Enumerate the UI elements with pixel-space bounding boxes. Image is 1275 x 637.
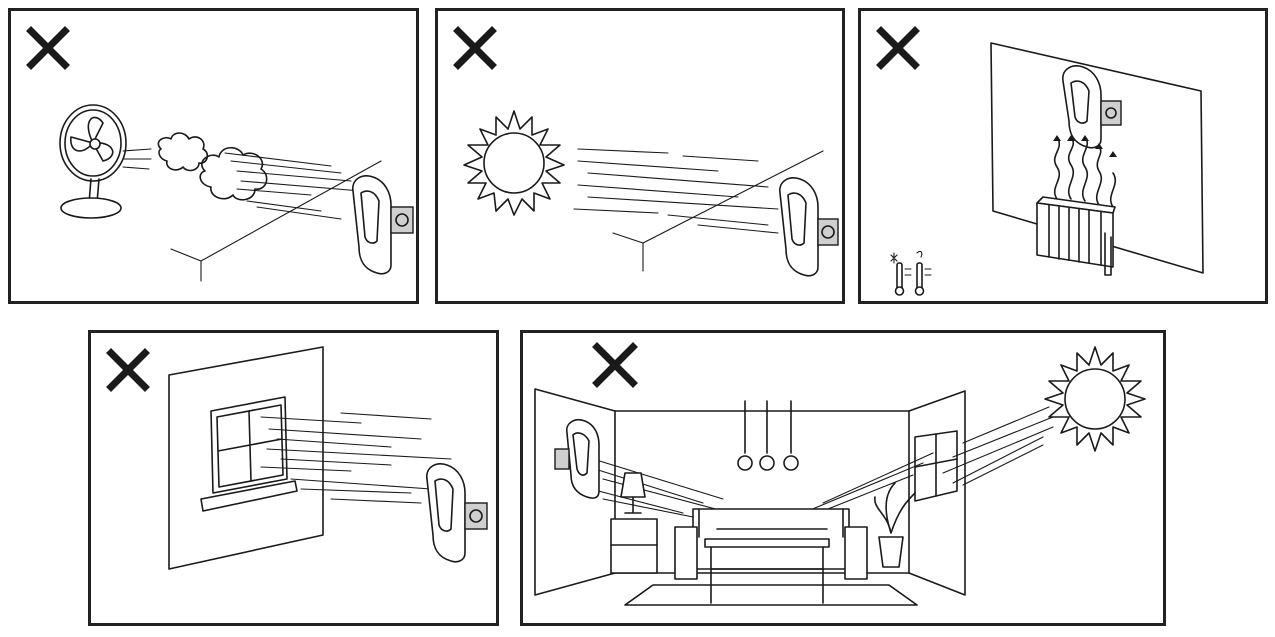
radiator-icon [1036, 196, 1116, 276]
coffee-table-icon [704, 538, 830, 604]
cross-mark-icon [106, 348, 150, 392]
window-icon [200, 396, 298, 512]
nightstand-icon [610, 518, 658, 574]
motion-sensor-icon [352, 175, 414, 275]
table-lamp-icon [620, 472, 646, 514]
sun-icon [463, 110, 565, 216]
sunlight-rays [573, 148, 779, 234]
plant-icon [874, 482, 916, 568]
sun-icon [1044, 346, 1146, 452]
fan-icon [59, 104, 127, 219]
cross-mark-icon [876, 26, 920, 70]
panel-living-room [520, 330, 1166, 626]
cross-mark-icon [453, 26, 497, 70]
room-icon [534, 388, 966, 606]
panel-window [88, 330, 499, 626]
wind-lines [122, 132, 362, 220]
panel-sunlight [435, 8, 845, 304]
motion-sensor-icon [1062, 65, 1122, 149]
window-icon [914, 430, 958, 502]
panel-fan [8, 8, 419, 304]
ceiling-lights [737, 400, 799, 471]
cross-mark-icon [592, 342, 638, 388]
panel-heater [858, 8, 1268, 304]
heat-waves [1053, 135, 1117, 208]
motion-sensor-icon [554, 418, 600, 499]
sunlight-rays [260, 412, 452, 504]
motion-sensor-icon [426, 463, 488, 563]
thermometer-icon [890, 250, 932, 296]
motion-sensor-icon [779, 177, 839, 277]
cross-mark-icon [26, 26, 70, 70]
